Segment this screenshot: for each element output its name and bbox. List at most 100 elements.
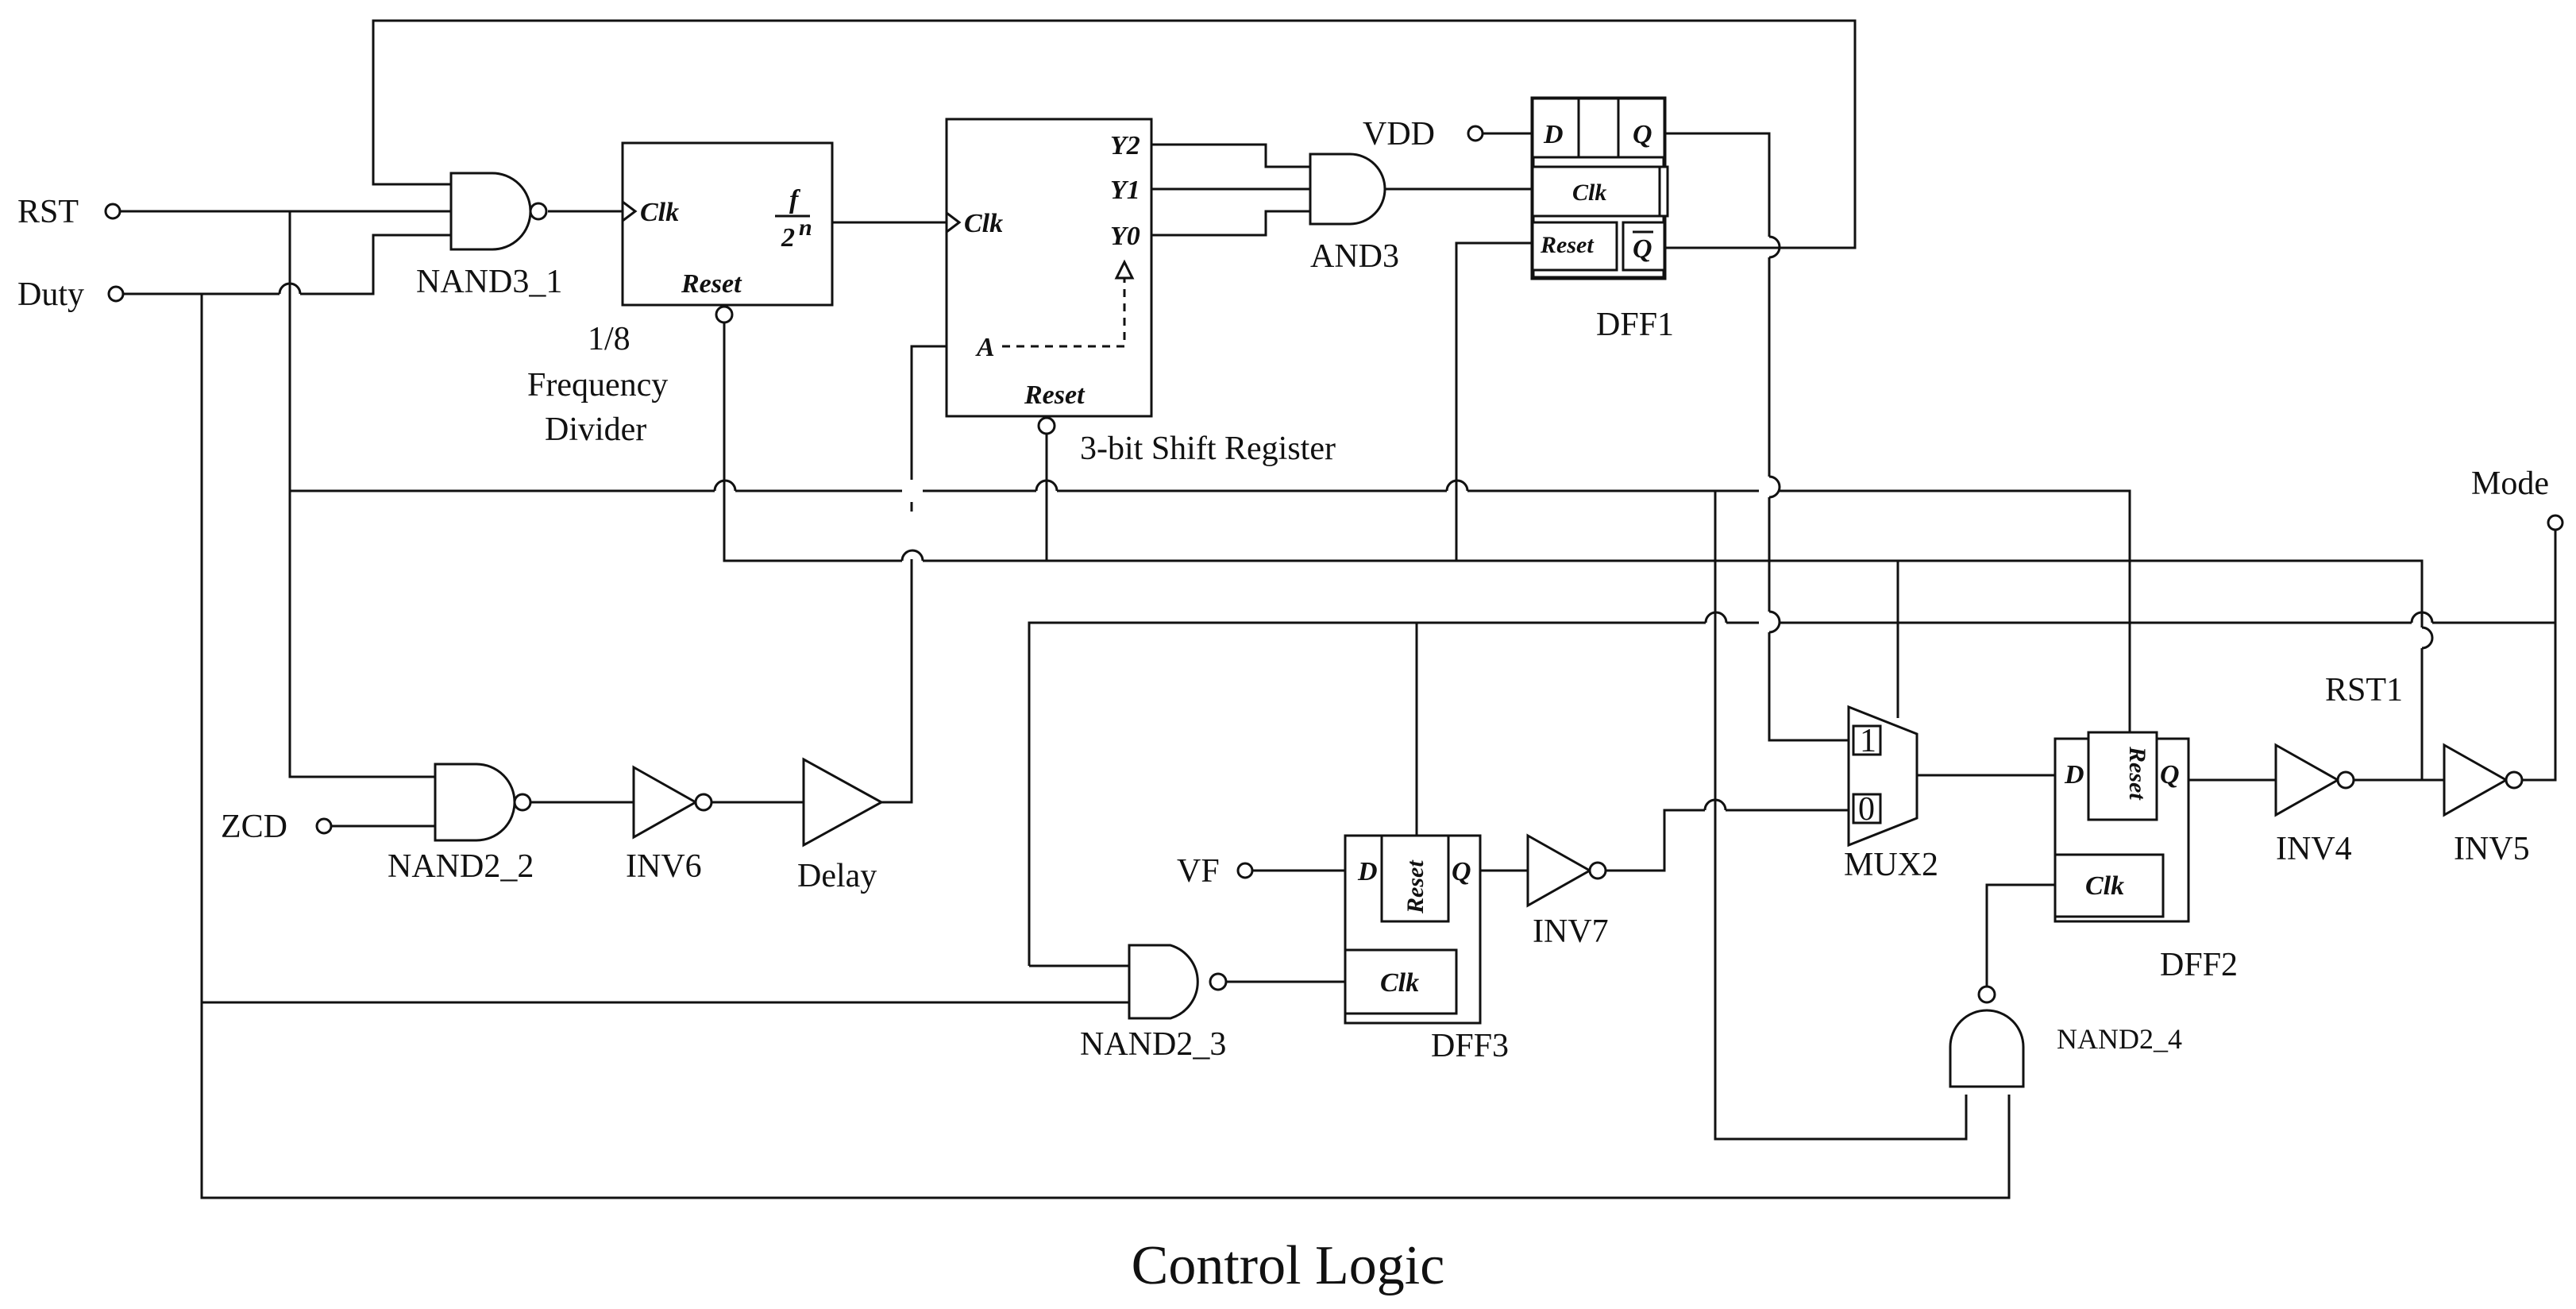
wire-hop <box>2410 611 2434 624</box>
wire-hop <box>1768 475 1781 499</box>
mux2-in0-cell <box>1852 793 1882 824</box>
wire-upper-bus <box>290 489 2131 732</box>
frequency-divider: Clk Reset f 2 n 1/8 Frequency Divider <box>527 141 834 448</box>
delay-buffer: Delay <box>797 757 885 894</box>
port-duty-terminal <box>107 285 125 303</box>
nand2-2-gate: NAND2_2 <box>388 763 534 885</box>
wire-y2 <box>1151 143 1310 168</box>
frequency-divider-clk-pin: Clk <box>640 198 679 227</box>
inv5-label: INV5 <box>2454 831 2530 867</box>
shift-register-clk-pin: Clk <box>964 209 1003 238</box>
frequency-divider-clk-marker <box>622 200 638 222</box>
dff1-reset-pin: Reset <box>1540 232 1595 258</box>
mux2-label: MUX2 <box>1844 847 1938 883</box>
frequency-divider-label-2: Frequency <box>527 367 668 404</box>
nand2-3-body <box>1128 944 1199 1020</box>
shift-register-label: 3-bit Shift Register <box>1080 431 1336 467</box>
port-vf-terminal <box>1236 862 1254 879</box>
shift-register-reset-bubble <box>1037 416 1056 435</box>
wire-dff1-q <box>1664 132 1849 742</box>
wire-feedback-top <box>372 19 1857 249</box>
nand2-4-gate: NAND2_4 <box>1949 985 2182 1088</box>
mux2-in1-cell <box>1852 724 1882 756</box>
dff1-label: DFF1 <box>1596 307 1674 343</box>
port-mode-label: Mode <box>2471 465 2549 502</box>
shift-register-arrowhead <box>1114 259 1135 280</box>
nand2-4-bubble <box>1977 985 1996 1004</box>
shift-register-feedback-arrow <box>1002 276 1126 348</box>
dff1-clk-pin: Clk <box>1572 180 1606 206</box>
nand3-1-body <box>449 172 532 251</box>
wire-hop <box>2421 626 2434 650</box>
diagram-title: Control Logic <box>1132 1235 1445 1296</box>
shift-register-clk-marker <box>946 211 962 234</box>
port-zcd-terminal <box>315 817 333 835</box>
inv5-bubble <box>2505 770 2524 790</box>
dff2-reset-pin: Reset <box>2124 746 2150 801</box>
dff2-reset-cell <box>2087 731 2158 821</box>
wire-reset-bus <box>723 321 2424 627</box>
wire-hop <box>900 549 924 562</box>
nand2-2-label: NAND2_2 <box>388 848 534 885</box>
wire-nand2-4-in <box>1714 491 1968 1141</box>
inv6-bubble <box>694 793 713 812</box>
port-vdd-terminal <box>1467 125 1484 142</box>
dff1-clk-inner <box>1658 165 1669 218</box>
nand2-4-label: NAND2_4 <box>2057 1023 2182 1055</box>
inv5-gate: INV5 <box>2443 743 2530 867</box>
wire-hop <box>1768 610 1781 634</box>
wire-rst-bus <box>288 211 435 778</box>
inv4-body <box>2274 743 2341 817</box>
delay-body <box>802 757 885 848</box>
nand2-3-bubble <box>1209 972 1228 991</box>
port-vdd-label: VDD <box>1363 116 1435 153</box>
and3-body <box>1309 153 1386 226</box>
wire-inv5-out <box>2522 623 2557 782</box>
dff3: D Q Reset Clk DFF3 <box>1344 834 1509 1064</box>
wire-hop <box>1703 798 1727 811</box>
dff3-reset-pin: Reset <box>1402 859 1429 914</box>
inv6-label: INV6 <box>626 848 702 885</box>
frequency-divider-box <box>621 141 834 307</box>
frequency-divider-out-den: 2 <box>781 223 795 253</box>
inv7-gate: INV7 <box>1526 833 1609 950</box>
inv5-body <box>2443 743 2509 817</box>
nand2-2-bubble <box>513 793 532 812</box>
dff3-reset-cell <box>1380 834 1450 923</box>
wire-hop <box>1035 479 1059 492</box>
wires <box>121 19 2557 1199</box>
port-vf-label: VF <box>1177 853 1220 890</box>
wire-mode <box>1028 531 2557 966</box>
wire-hop <box>1768 235 1781 259</box>
wire-dff1-reset <box>1455 241 1533 561</box>
dff1-mid-cell <box>1577 97 1620 159</box>
shift-register-box <box>945 118 1153 418</box>
nand3-1-label: NAND3_1 <box>416 264 562 300</box>
dff1-d-cell <box>1531 97 1580 159</box>
inv7-body <box>1526 833 1593 908</box>
dff2-clk-cell <box>2053 853 2165 918</box>
inv4-label: INV4 <box>2276 831 2352 867</box>
delay-label: Delay <box>797 858 877 894</box>
frequency-divider-reset-pin: Reset <box>681 269 742 299</box>
shift-register-y0-pin: Y0 <box>1110 222 1140 251</box>
shift-register-a-pin: A <box>975 333 995 362</box>
dff1-qb-cell <box>1622 221 1666 272</box>
dff1-q-cell <box>1617 97 1666 159</box>
wire-y0 <box>1151 210 1310 237</box>
mux2-in1-pin: 1 <box>1860 723 1876 759</box>
and3-gate: AND3 <box>1309 153 1399 275</box>
nand2-4-body <box>1949 1009 2025 1088</box>
frequency-divider-out-exp: n <box>799 214 812 241</box>
wire-duty <box>124 234 451 295</box>
wire-hop <box>713 479 737 492</box>
nand3-1-bubble <box>529 202 548 221</box>
inv6-gate: INV6 <box>626 765 713 885</box>
dff2-clk-pin: Clk <box>2085 871 2124 901</box>
port-zcd-label: ZCD <box>221 809 287 845</box>
wire-delay-to-a <box>881 345 947 804</box>
dff2: D Q Reset Clk DFF2 <box>2053 731 2238 983</box>
port-duty-label: Duty <box>17 276 84 313</box>
dff2-label: DFF2 <box>2160 947 2238 983</box>
